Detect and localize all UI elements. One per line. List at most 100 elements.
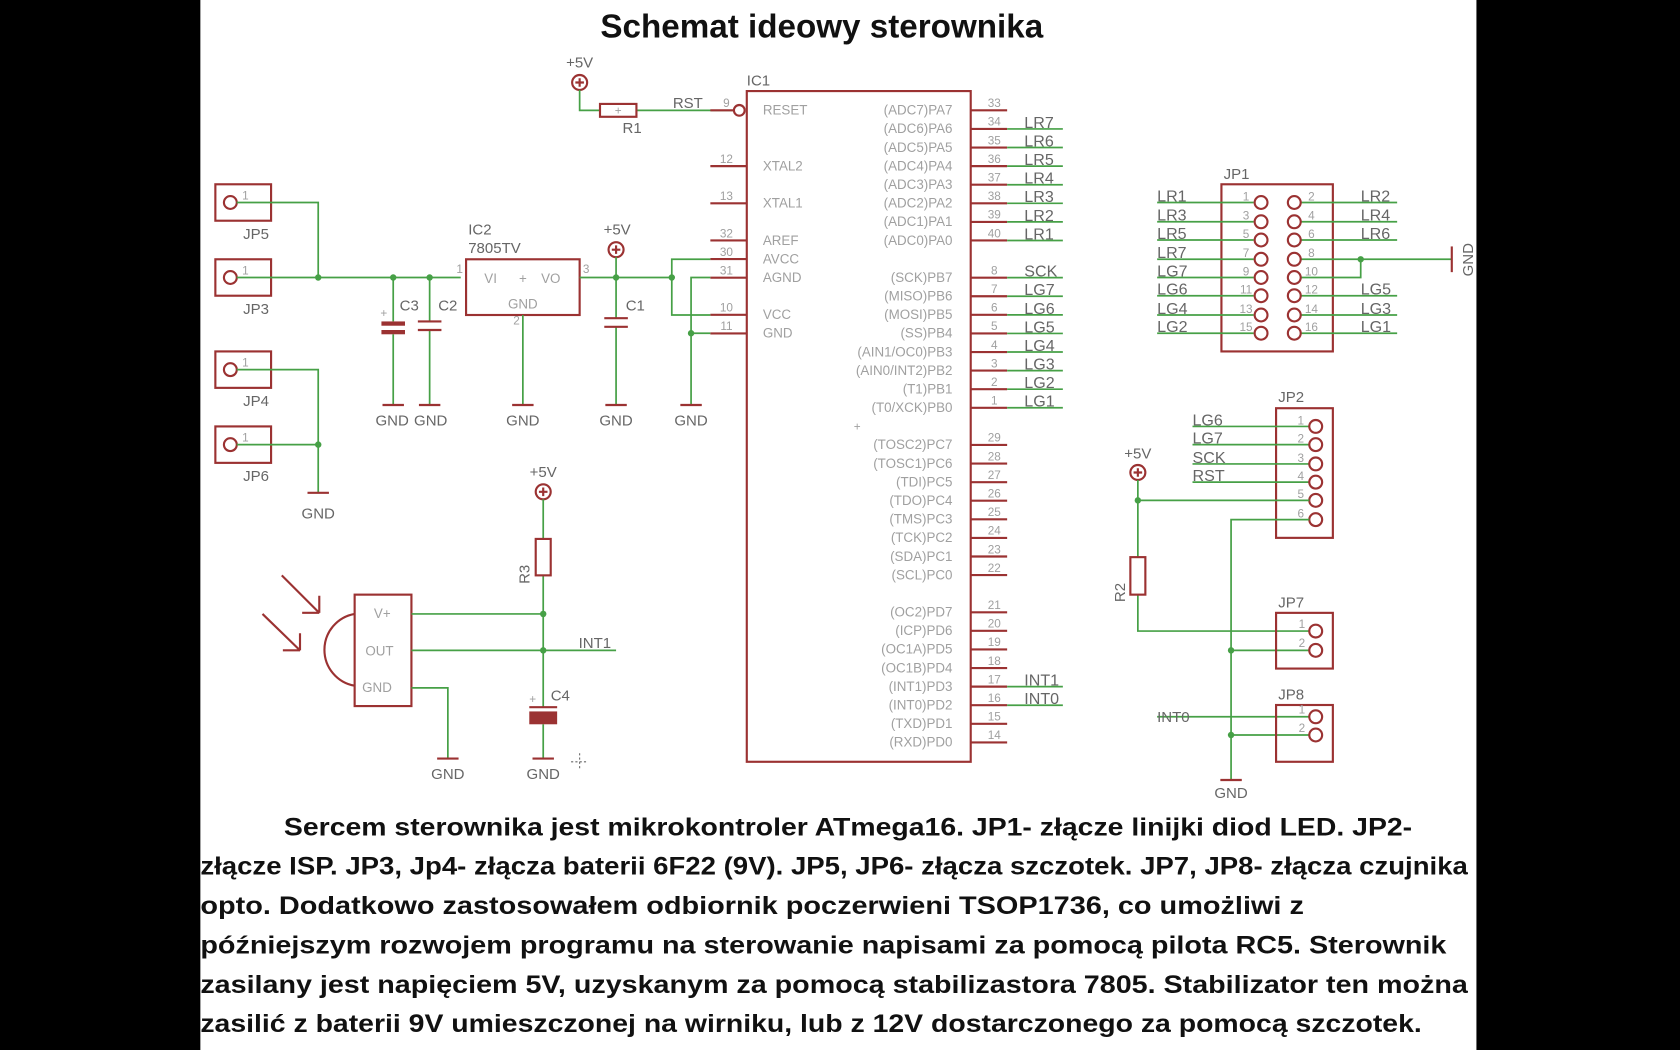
- jp1-pin: [1253, 251, 1269, 267]
- jp2-pin-number: 5: [1297, 488, 1304, 501]
- gnd-label: GND: [674, 412, 708, 429]
- net-label: LG2: [1157, 318, 1187, 336]
- jp1-label: JP1: [1224, 166, 1250, 183]
- jp1-pin: [1286, 325, 1302, 341]
- jp8-label: JP8: [1278, 687, 1304, 704]
- jp1-pin: [1253, 195, 1269, 210]
- ic1-pin-name: (ADC4)PA4: [884, 158, 953, 173]
- slide-title: Schemat ideowy sterownika: [600, 9, 1043, 46]
- tsop-gnd-pin: GND: [362, 680, 392, 695]
- net-label: LR4: [1361, 207, 1391, 225]
- jp1-pin: [1286, 251, 1302, 267]
- jp1-pin-number: 16: [1305, 321, 1319, 334]
- net-label: LR6: [1361, 225, 1391, 243]
- jp1-pin-number: 8: [1308, 247, 1315, 260]
- jp1-pin-number: 9: [1243, 265, 1250, 278]
- ic1-pin-name: (MOSI)PB5: [884, 307, 952, 322]
- slide-page: [200, 0, 1477, 1050]
- description-line: zasilić z baterii 9V umieszczonej na wir…: [200, 1011, 1421, 1038]
- ic1-pin-name: (SDA)PC1: [890, 549, 952, 564]
- gnd-label: GND: [506, 412, 539, 429]
- ic1-pin-name: AREF: [763, 233, 799, 248]
- ic1-pin-name: (SCL)PC0: [892, 567, 953, 582]
- tsop1736-ir-receiver: V+ OUT GND INT1 GND +5V R3 + C4 GND: [261, 464, 617, 783]
- ic1-pin-number: 13: [720, 190, 734, 203]
- c2-label: C2: [438, 298, 457, 315]
- ic1-pin-number: 35: [988, 134, 1002, 147]
- ic1-pin-name: (T1)PB1: [903, 381, 953, 396]
- jp1-pin-number: 7: [1243, 247, 1250, 260]
- resistor-r3: [534, 537, 552, 577]
- net-label: LG1: [1024, 393, 1054, 411]
- jp1-pin-number: 11: [1240, 284, 1252, 297]
- jp5-label: JP5: [243, 226, 269, 243]
- jp8-connector: [1275, 703, 1334, 763]
- c3-plus: +: [380, 307, 387, 320]
- ic1-pin-number: 12: [720, 153, 733, 166]
- ic1-label: IC1: [747, 73, 770, 90]
- net-label: LR7: [1024, 114, 1054, 132]
- ic1-pin-number: 7: [991, 283, 998, 296]
- ic1-pin-number: 8: [991, 264, 998, 277]
- net-label: LG5: [1361, 281, 1391, 299]
- jp2-label: JP2: [1278, 389, 1304, 406]
- opto-sensor-connectors: +5V R2 JP7 1 2 JP8 1 2 INT0 GND: [1112, 446, 1334, 802]
- jp4-pin-number: 1: [242, 356, 249, 369]
- ic1-pin-number: 17: [988, 673, 1001, 686]
- jp5-pin-number: 1: [242, 189, 249, 202]
- net-label: LR1: [1157, 187, 1187, 205]
- description-paragraph: Sercem sterownika jest mikrokontroler AT…: [200, 815, 1468, 1038]
- c3-label: C3: [400, 298, 419, 315]
- net-label: LG6: [1193, 411, 1223, 429]
- ic1-pin-number: 16: [988, 692, 1002, 705]
- ic2-pin-number: 3: [583, 263, 590, 276]
- ic1-pin-name: (TXD)PD1: [891, 716, 953, 731]
- jp1-pin-number: 5: [1243, 228, 1250, 241]
- jp1-pin: [1253, 325, 1269, 341]
- jp2-pin: [1308, 492, 1324, 508]
- gnd-label: GND: [431, 766, 464, 783]
- net-label: LG3: [1024, 356, 1054, 374]
- ic1-pin-number: 32: [720, 227, 733, 240]
- ic1-pin-name: (ADC7)PA7: [884, 103, 953, 118]
- ic1-pin-number: 1: [991, 395, 998, 408]
- ic1-pin-number: 3: [991, 357, 998, 370]
- tsop-vplus-pin: V+: [374, 606, 391, 621]
- jp1-pin: [1253, 214, 1269, 230]
- ic1-pin-number: 34: [988, 116, 1002, 129]
- ic2-gnd-pin: GND: [508, 297, 538, 312]
- description-line: opto. Dodatkowo zastosowałem odbiornik p…: [200, 893, 1304, 920]
- int0-net-label: INT0: [1157, 709, 1190, 726]
- jp7-pin-number: 1: [1299, 618, 1306, 631]
- net-label: LR6: [1024, 132, 1054, 150]
- ic1-pin-number: 23: [988, 543, 1002, 556]
- ic1-pin-name: (OC2)PD7: [890, 605, 952, 620]
- ic1-pin-number: 28: [988, 450, 1002, 463]
- jp1-pin: [1253, 232, 1269, 248]
- net-label: LG7: [1193, 430, 1223, 448]
- jp2-pin-number: 2: [1297, 433, 1304, 446]
- ic1-pin-name: GND: [763, 326, 793, 341]
- jp1-pin: [1286, 232, 1302, 248]
- ic1-pin-name: (TOSC2)PC7: [873, 437, 952, 452]
- description-line: Sercem sterownika jest mikrokontroler AT…: [284, 815, 1412, 842]
- ic2-vi-pin: VI: [484, 271, 497, 286]
- ic1-pin-number: 4: [991, 339, 998, 352]
- jp1-pin-number: 4: [1308, 210, 1315, 223]
- jp1-pin-number: 12: [1305, 284, 1318, 297]
- jp8-pin-number: 1: [1299, 704, 1306, 717]
- jp1-pin: [1286, 195, 1302, 210]
- ic1-pin-number: 31: [720, 264, 733, 277]
- net-label: LG4: [1157, 300, 1187, 318]
- ic1-pin-number: 14: [988, 729, 1002, 742]
- jp7-connector: [1275, 611, 1334, 670]
- jp2-pin-number: 3: [1297, 452, 1304, 465]
- jp1-pin-number: 14: [1305, 303, 1319, 316]
- ic1-pin-number: 37: [988, 171, 1001, 184]
- net-label: LR2: [1361, 187, 1391, 205]
- ic1-pin-name: AGND: [763, 270, 802, 285]
- ic1-pin-name: (ADC1)PA1: [884, 214, 953, 229]
- jp8-pin-number: 2: [1299, 722, 1306, 735]
- ic1-pin-number: 21: [988, 599, 1001, 612]
- ic1-pin-number: 15: [988, 711, 1002, 724]
